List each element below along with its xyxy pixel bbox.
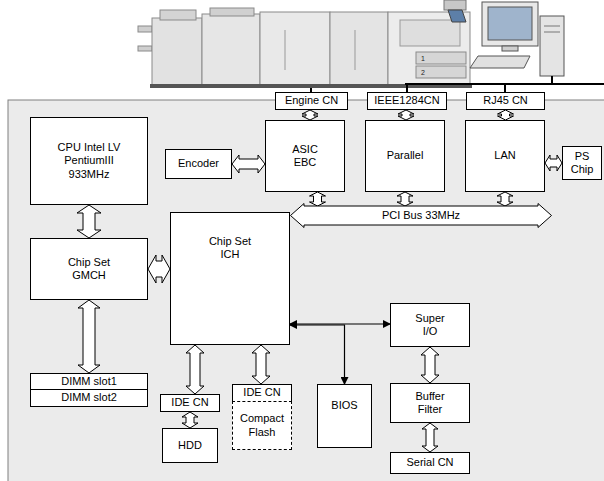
box-label: Super I/O bbox=[410, 312, 450, 338]
connector-box: IDE CN bbox=[232, 384, 292, 402]
bus-arrow bbox=[186, 345, 204, 394]
bus-arrow bbox=[78, 300, 100, 373]
box-label: CPU Intel LV PentiumIII 933MHz bbox=[51, 141, 127, 181]
compact-flash-box: Compact Flash bbox=[232, 401, 292, 450]
dimm-slot: DIMM slot2 bbox=[30, 389, 148, 407]
bus-arrow bbox=[252, 345, 270, 384]
encoder-box: Encoder bbox=[165, 149, 232, 179]
tray-number: 2 bbox=[421, 69, 425, 76]
box-label: Serial CN bbox=[406, 456, 453, 469]
box-label: IEEE1284CN bbox=[374, 94, 439, 107]
box-label: Engine CN bbox=[285, 94, 338, 107]
connector-box: RJ45 CN bbox=[466, 92, 545, 110]
tray-number: 1 bbox=[421, 55, 425, 62]
external-cable bbox=[311, 76, 604, 92]
connector-box: IDE CN bbox=[160, 394, 220, 412]
box-label: Chip Set ICH bbox=[200, 235, 260, 261]
lan-box: LAN bbox=[465, 120, 545, 192]
bus-arrow bbox=[497, 192, 513, 206]
bus-arrow bbox=[148, 255, 170, 283]
bus-arrow bbox=[422, 423, 438, 452]
hdd-box: HDD bbox=[162, 428, 218, 463]
bus-arrow bbox=[421, 347, 439, 383]
box-label: Compact Flash bbox=[236, 412, 288, 438]
box-label: Chip Set GMCH bbox=[63, 256, 115, 282]
bus-arrow bbox=[290, 325, 345, 384]
bus-arrow bbox=[77, 205, 101, 238]
box-label: LAN bbox=[494, 149, 515, 162]
controller-panel bbox=[8, 100, 604, 481]
box-label: PCI Bus 33MHz bbox=[382, 209, 460, 222]
box-label: DIMM slot1 bbox=[61, 375, 117, 388]
bios-box: BIOS bbox=[317, 384, 372, 448]
connector-box: IEEE1284CN bbox=[367, 92, 447, 110]
box-label: IDE CN bbox=[171, 396, 208, 409]
pci-bus: PCI Bus 33MHz bbox=[290, 203, 552, 228]
box-label: Buffer Filter bbox=[410, 390, 450, 416]
box-label: DIMM slot2 bbox=[61, 391, 117, 404]
chip-box: PS Chip bbox=[562, 146, 602, 180]
box-label: PS Chip bbox=[567, 150, 597, 176]
bus-arrow bbox=[310, 192, 326, 206]
chipset-box: Chip Set GMCH bbox=[30, 238, 148, 300]
chipset-box: Chip Set ICH bbox=[170, 212, 290, 345]
bus-arrow bbox=[232, 155, 265, 173]
box-label: Encoder bbox=[178, 157, 219, 170]
box-label: ASIC EBC bbox=[287, 143, 323, 169]
bus-arrow bbox=[398, 110, 414, 120]
bus-outline-shape bbox=[291, 204, 552, 228]
box-label: IDE CN bbox=[243, 386, 280, 399]
bus-arrow bbox=[397, 192, 413, 206]
connector-box: Engine CN bbox=[275, 92, 348, 110]
parallel-box: Parallel bbox=[365, 120, 445, 192]
buffer-filter-box: Buffer Filter bbox=[390, 383, 470, 423]
asic-box: ASIC EBC bbox=[265, 120, 345, 192]
bus-arrow bbox=[498, 110, 514, 120]
box-label: RJ45 CN bbox=[483, 94, 528, 107]
bus-arrow bbox=[182, 412, 198, 428]
box-label: HDD bbox=[178, 439, 202, 452]
cpu-box: CPU Intel LV PentiumIII 933MHz bbox=[30, 117, 148, 205]
super-io-box: Super I/O bbox=[390, 303, 470, 347]
box-label: BIOS bbox=[331, 399, 357, 412]
connector-box: Serial CN bbox=[390, 452, 470, 474]
bus-arrow bbox=[302, 110, 318, 120]
box-label: Parallel bbox=[387, 149, 424, 162]
bus-arrow bbox=[545, 155, 562, 171]
printer-illustration bbox=[138, 0, 472, 88]
computer-illustration bbox=[470, 2, 564, 76]
